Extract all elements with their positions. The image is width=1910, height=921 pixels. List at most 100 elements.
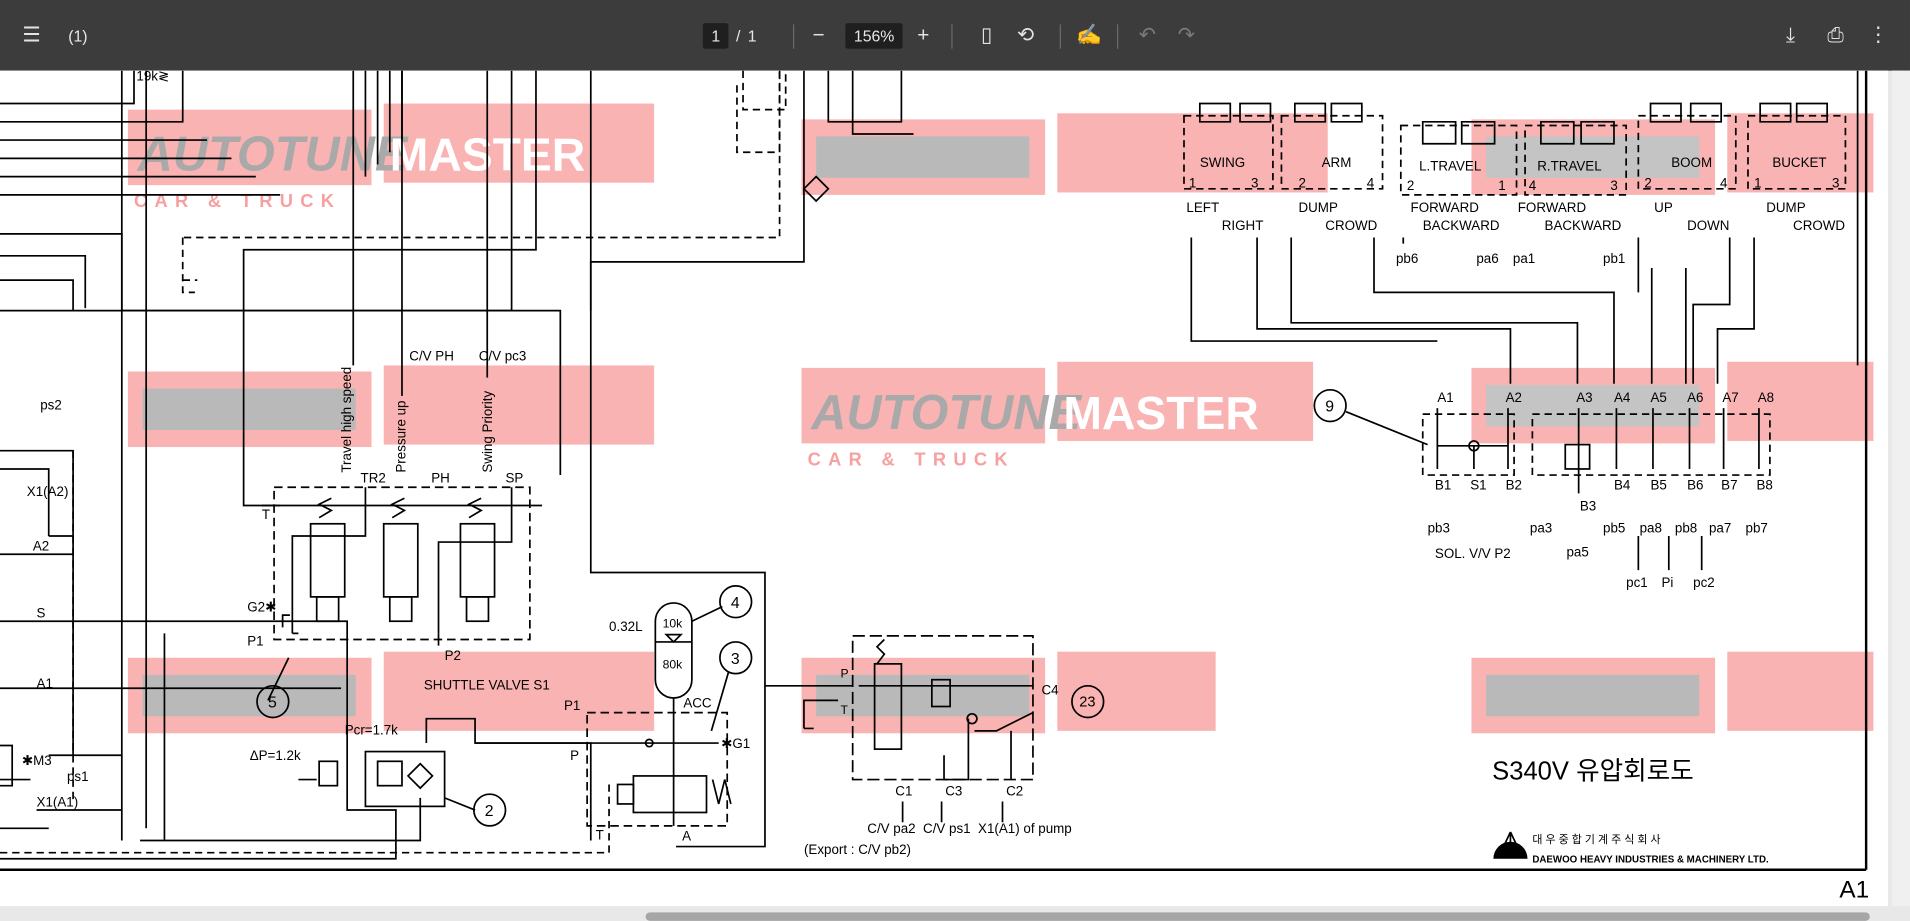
direction-label: FORWARD xyxy=(1518,200,1587,215)
port-label: 3 xyxy=(1251,176,1258,191)
menu-icon[interactable]: ☰ xyxy=(22,23,41,47)
label: C4 xyxy=(1041,682,1059,697)
port-label: A3 xyxy=(1576,390,1592,405)
line-label: pa5 xyxy=(1566,545,1588,560)
label: P2 xyxy=(445,648,461,663)
label: C/V pa2 C/V ps1 X1(A1) of pump xyxy=(867,821,1071,836)
pilot-label: pa6 xyxy=(1476,251,1498,266)
horizontal-scrollbar[interactable] xyxy=(0,906,1910,921)
port-label: 4 xyxy=(1529,178,1537,193)
page-number-input[interactable]: 1 xyxy=(702,22,729,49)
download-icon[interactable]: ⤓ xyxy=(1786,23,1796,47)
annotate-icon[interactable]: ✍ xyxy=(1076,23,1102,47)
page-total: 1 xyxy=(747,26,757,45)
label: G2✱ xyxy=(247,599,276,614)
port-label: A4 xyxy=(1614,390,1631,405)
pilot-label: pb6 xyxy=(1396,251,1418,266)
label: A xyxy=(682,828,691,843)
label: P1 xyxy=(247,634,263,649)
main-control-valve-sections xyxy=(1183,70,1859,384)
label: 0.32L xyxy=(609,619,642,634)
port-label: B8 xyxy=(1757,478,1773,493)
watermark-picture xyxy=(127,651,655,734)
label: S xyxy=(37,606,46,621)
line-label: pa7 xyxy=(1709,520,1731,535)
horizontal-scrollbar-thumb[interactable] xyxy=(645,912,1870,921)
port-label: A7 xyxy=(1722,390,1738,405)
pilot-label: pb1 xyxy=(1603,251,1625,266)
label: (Export : C/V pb2) xyxy=(804,842,911,857)
direction-label: DUMP xyxy=(1298,200,1337,215)
callout-label: 2 xyxy=(485,803,494,820)
divider xyxy=(1116,24,1119,49)
callout-label: 9 xyxy=(1325,399,1334,416)
filter-symbol xyxy=(802,175,830,203)
section-label: R.TRAVEL xyxy=(1537,159,1601,174)
callout-4 xyxy=(719,585,753,619)
port-label: A5 xyxy=(1651,390,1667,405)
label: C3 xyxy=(945,783,962,798)
label: Travel high speed xyxy=(339,367,354,473)
pilot-filter-group xyxy=(140,717,592,842)
port-label: 4 xyxy=(1720,176,1728,191)
label: P xyxy=(570,748,579,763)
port-label: 2 xyxy=(1644,176,1651,191)
callout-label: 4 xyxy=(731,595,740,612)
label: ps1 xyxy=(67,769,89,784)
section-label: BUCKET xyxy=(1772,155,1826,170)
callout-label: 3 xyxy=(731,651,740,668)
watermark-picture xyxy=(801,651,1216,734)
solenoid-valve-block xyxy=(261,486,543,701)
port-label: 3 xyxy=(1610,178,1617,193)
more-icon[interactable]: ⋮ xyxy=(1867,23,1889,47)
page-separator: / xyxy=(736,26,741,45)
label: ps2 xyxy=(40,397,62,412)
undo-icon[interactable]: ↶ xyxy=(1138,23,1157,47)
label: Pcr=1.7k xyxy=(345,723,398,738)
label: C2 xyxy=(1006,783,1023,798)
label: C/V PH xyxy=(409,349,454,364)
label: Swing Priority xyxy=(480,391,495,473)
direction-label: UP xyxy=(1654,200,1673,215)
port-label: B3 xyxy=(1580,498,1596,513)
port-label: 1 xyxy=(1754,176,1761,191)
print-icon[interactable]: ⎙ xyxy=(1827,23,1844,47)
company-name-korean: 대 우 중 합 기 계 주 식 회 사 xyxy=(1532,833,1660,846)
port-label: A6 xyxy=(1687,390,1703,405)
redo-icon[interactable]: ↷ xyxy=(1177,23,1196,47)
label: T xyxy=(262,507,270,522)
watermark-text: AUTOTUNE xyxy=(810,386,1082,440)
section-label: BOOM xyxy=(1671,155,1712,170)
fit-page-icon[interactable]: ▯ xyxy=(980,23,993,47)
zoom-in-icon[interactable]: + xyxy=(917,23,930,47)
line-label: pb3 xyxy=(1428,520,1450,535)
callout-9 xyxy=(1313,388,1347,423)
port-label: A8 xyxy=(1758,390,1774,405)
label: ACC xyxy=(683,696,712,711)
port-label: A2 xyxy=(1506,390,1522,405)
watermark-picture xyxy=(127,365,655,448)
rotate-icon[interactable]: ⟲ xyxy=(1016,23,1035,47)
direction-label: RIGHT xyxy=(1222,218,1264,233)
section-label: SWING xyxy=(1200,155,1245,170)
label: TR2 xyxy=(361,470,386,485)
option-valve-block xyxy=(1345,408,1771,571)
pilot-cutoff-valve xyxy=(475,684,853,827)
watermark-text: CAR & TRUCK xyxy=(134,190,341,211)
divider xyxy=(792,24,795,49)
port-label: 3 xyxy=(1832,176,1839,191)
line-label: pc2 xyxy=(1693,575,1715,590)
line-label: pa8 xyxy=(1640,520,1662,535)
callout-label: 23 xyxy=(1079,694,1095,710)
label: C/V pc3 xyxy=(479,349,527,364)
direction-label: DUMP xyxy=(1766,200,1805,215)
zoom-out-icon[interactable]: − xyxy=(812,23,825,47)
port-label: B6 xyxy=(1687,478,1703,493)
label: T xyxy=(596,827,604,842)
vertical-scrollbar[interactable] xyxy=(1891,70,1910,907)
label: P xyxy=(840,666,848,680)
zoom-input[interactable]: 156% xyxy=(845,22,903,49)
label: 19k≷ xyxy=(136,71,169,84)
divider xyxy=(951,24,953,49)
